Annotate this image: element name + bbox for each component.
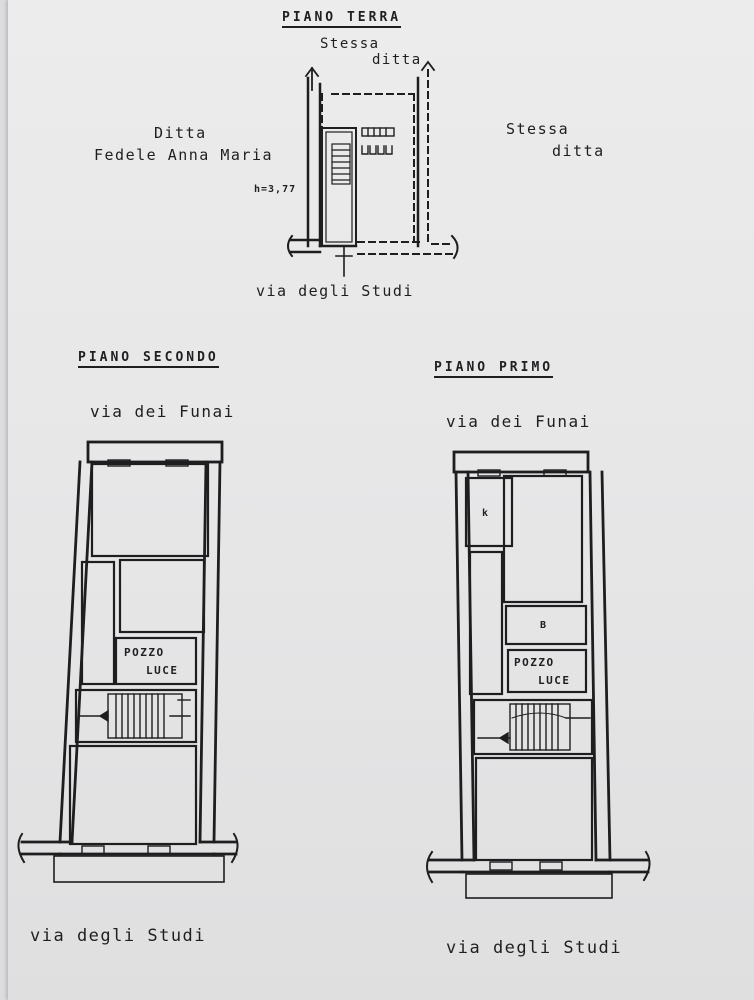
first-lightwell-line2: LUCE <box>538 674 571 687</box>
ground-floor-plan <box>287 60 459 277</box>
second-street-top: via dei Funai <box>90 402 235 421</box>
first-floor-title: PIANO PRIMO <box>434 360 554 378</box>
paper-sheet <box>8 0 754 1000</box>
ground-neighbor-right-line1: Stessa <box>506 120 570 138</box>
ground-neighbor-left-line2: Fedele Anna Maria <box>94 146 274 164</box>
first-street-bottom: via degli Studi <box>446 938 623 958</box>
second-street-bottom: via degli Studi <box>30 926 207 946</box>
second-floor-plan <box>17 440 239 883</box>
ground-neighbor-right-line2: ditta <box>552 142 605 160</box>
ground-neighbor-top-line1: Stessa <box>320 36 380 52</box>
first-street-top: via dei Funai <box>446 412 591 431</box>
first-lightwell-line1: POZZO <box>514 656 555 669</box>
ground-neighbor-top-line2: ditta <box>372 52 422 68</box>
ground-street-label: via degli Studi <box>256 282 414 300</box>
ground-height-label: h=3,77 <box>254 184 297 195</box>
first-room-k-label: k <box>482 508 490 519</box>
first-floor-plan <box>426 450 651 899</box>
ground-neighbor-left-line1: Ditta <box>154 124 207 142</box>
second-floor-title: PIANO SECONDO <box>78 350 219 368</box>
ground-floor-title: PIANO TERRA <box>282 10 402 28</box>
second-lightwell-line1: POZZO <box>124 646 165 659</box>
first-room-b-label: B <box>540 620 548 631</box>
second-lightwell-line2: LUCE <box>146 664 179 677</box>
